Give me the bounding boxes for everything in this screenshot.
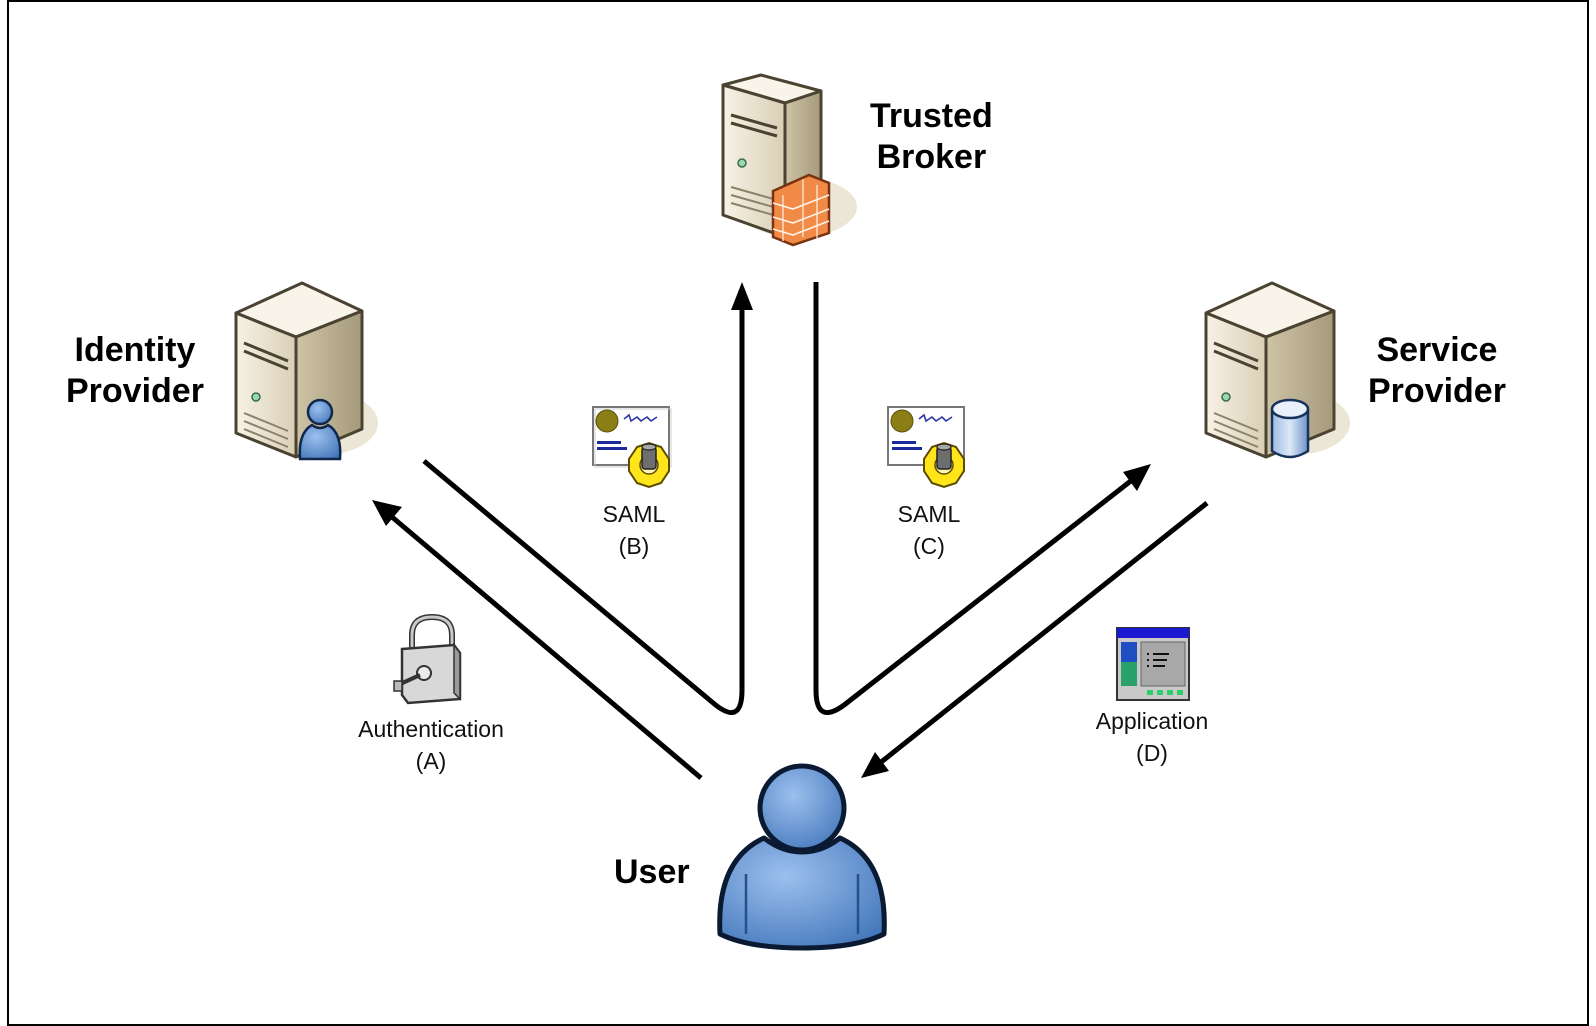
edge-label-saml-b: SAML (B) [603, 498, 666, 562]
edge-label-authentication-line1: Authentication [358, 716, 504, 742]
edge-label-saml-c-line1: SAML [897, 501, 961, 527]
service-provider-server-icon [1204, 281, 1350, 459]
edge-label-application-line2: (D) [1136, 740, 1168, 766]
trusted-broker-label-line2: Broker [876, 138, 987, 176]
user-icon [717, 763, 887, 951]
user-badge-icon [298, 398, 342, 461]
arrow-application [878, 501, 1209, 765]
arrowhead-saml-b [731, 282, 753, 310]
user-label: User [614, 852, 690, 893]
arrow-saml-b [422, 308, 745, 715]
certificate-gear-icon-c [887, 406, 965, 489]
edge-label-saml-b-line1: SAML [602, 501, 666, 527]
identity-provider-server-icon [234, 281, 378, 461]
identity-provider-label-line2: Provider [66, 372, 204, 410]
service-provider-label: Service Provider [1368, 330, 1506, 412]
firewall-icon [771, 173, 831, 247]
certificate-gear-icon-b [592, 406, 672, 489]
arrow-authentication [390, 515, 703, 780]
edge-label-authentication-line2: (A) [415, 748, 447, 774]
edge-label-application: Application (D) [1096, 705, 1209, 769]
database-icon [1270, 398, 1310, 459]
padlock-key-icon [393, 613, 462, 705]
arrow-saml-c [813, 282, 1134, 715]
user-label-text: User [614, 853, 690, 891]
edge-label-authentication: Authentication (A) [358, 713, 504, 777]
arrowhead-authentication [372, 500, 402, 526]
identity-provider-label: Identity Provider [66, 330, 204, 412]
arrowhead-application [861, 752, 889, 778]
edge-label-saml-c-line2: (C) [913, 533, 945, 559]
diagram-border [7, 0, 1589, 1026]
edge-label-saml-b-line2: (B) [618, 533, 650, 559]
service-provider-label-line1: Service [1376, 331, 1498, 369]
trusted-broker-label: Trusted Broker [870, 96, 993, 178]
arrowhead-saml-c [1123, 464, 1151, 491]
trusted-broker-label-line1: Trusted [870, 97, 993, 135]
edge-label-saml-c: SAML (C) [898, 498, 961, 562]
identity-provider-label-line1: Identity [74, 331, 196, 369]
edge-label-application-line1: Application [1095, 708, 1209, 734]
service-provider-label-line2: Provider [1368, 372, 1506, 410]
trusted-broker-server-icon [721, 73, 857, 247]
application-window-icon [1116, 627, 1190, 701]
